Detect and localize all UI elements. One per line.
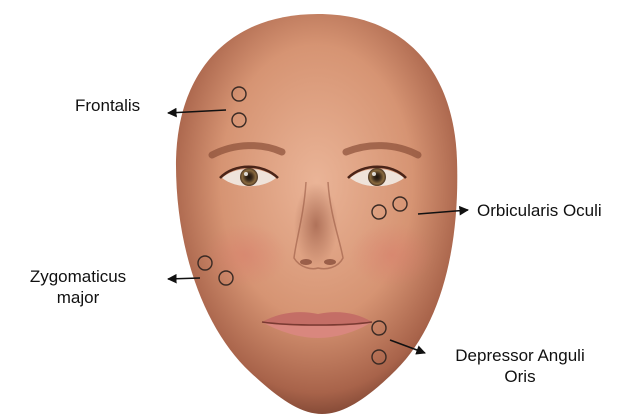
zygomaticus-major-label: Zygomaticus major	[8, 266, 148, 308]
zygomaticus-label-line2: major	[8, 287, 148, 308]
depressor-label-line2: Oris	[435, 366, 605, 387]
zygomaticus-arrow	[168, 278, 200, 279]
depressor-label-line1: Depressor Anguli	[435, 345, 605, 366]
face	[176, 14, 457, 414]
depressor-anguli-oris-label: Depressor Anguli Oris	[435, 345, 605, 387]
zygomaticus-label-line1: Zygomaticus	[8, 266, 148, 287]
orbicularis-oculi-label: Orbicularis Oculi	[477, 200, 602, 221]
frontalis-label: Frontalis	[75, 95, 140, 116]
left-cheek-blush	[203, 223, 287, 287]
right-cheek-blush	[350, 223, 434, 287]
